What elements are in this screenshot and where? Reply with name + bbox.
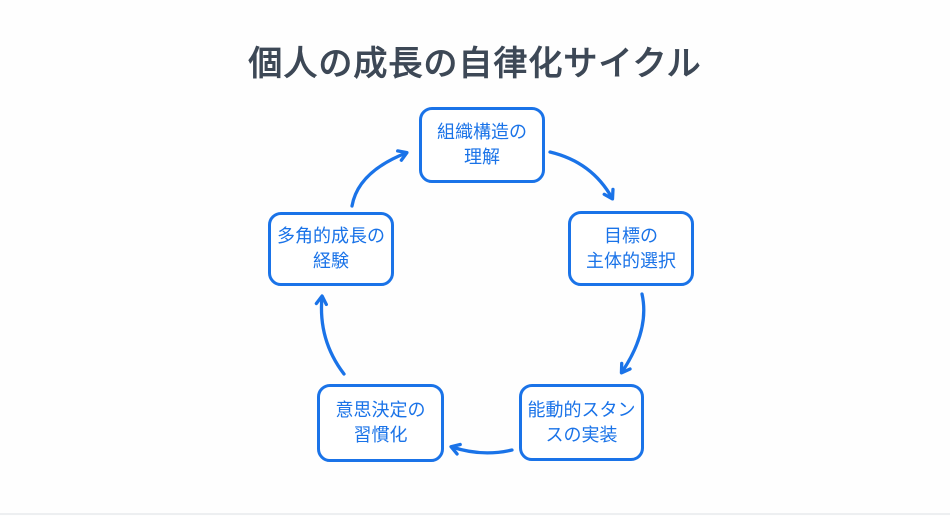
arrow-growth-to-structure	[350, 149, 409, 208]
node-label-line: 組織構造の	[437, 122, 527, 143]
node-understand-org-structure: 組織構造の 理解	[419, 107, 545, 183]
arrow-structure-to-goal	[548, 150, 615, 201]
node-label-line: 経験	[313, 251, 349, 271]
node-label-line: 意思決定の	[335, 400, 426, 421]
node-label-line: 主体的選択	[586, 250, 676, 271]
node-label-line: 目標の	[604, 225, 658, 246]
node-proactive-goal-selection: 目標の 主体的選択	[568, 211, 694, 286]
arrow-goal-to-stance	[619, 292, 646, 375]
node-label-line: スの実装	[545, 424, 618, 445]
node-label-line: 習慣化	[353, 425, 408, 445]
arrow-stance-to-decision	[449, 442, 514, 456]
diagram-title: 個人の成長の自律化サイクル	[248, 45, 702, 83]
node-habitualize-decision-making: 意思決定の 習慣化	[317, 384, 444, 462]
node-multifaceted-growth-experience: 多角的成長の 経験	[268, 212, 394, 286]
bottom-edge-divider	[0, 513, 950, 515]
node-implement-active-stance: 能動的スタン スの実装	[519, 384, 644, 461]
node-label-line: 能動的スタン	[527, 399, 636, 420]
arrow-decision-to-growth	[314, 294, 346, 376]
node-label-line: 理解	[464, 147, 500, 167]
node-label-line: 多角的成長の	[277, 226, 385, 247]
